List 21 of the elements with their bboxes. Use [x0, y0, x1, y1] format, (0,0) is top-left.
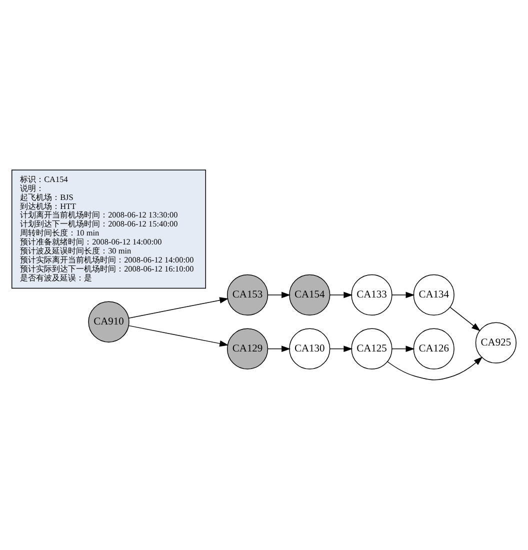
- arrow: [450, 306, 481, 332]
- arrow: [392, 346, 415, 352]
- node-circle: CA130: [289, 328, 330, 370]
- arrow: [128, 297, 229, 318]
- node-circle: CA154: [289, 274, 330, 316]
- arrow: [267, 292, 291, 298]
- node-circle: CA153: [226, 274, 268, 316]
- node-circle: CA125: [351, 328, 392, 370]
- node-circle: CA129: [226, 328, 268, 370]
- node-box: 标识：CA154 说明： 起飞机场：BJS 到达机场：HTT 计划离开当前机场时间：2008-06-12 13:30:00 计划到达下一机场时间：2008-06-12 15:40:00 周转时间长度：10 min 预计准备就绪时间：2008-06-12 14:00:00 预计波及延误时间长度：30 min 预计实际离开当前机场时间：2008-06-12 14:00:00 预计实际到达下一机场时间：2008-06-12 16:10:00 是否有波及延误：是: [11, 170, 206, 289]
- arrow: [330, 292, 353, 298]
- arrow: [387, 356, 483, 380]
- arrow: [330, 346, 353, 352]
- node-circle: CA134: [413, 274, 454, 316]
- node-circle: CA910: [88, 301, 130, 342]
- node-circle: CA126: [413, 328, 454, 370]
- node-circle: CA925: [475, 322, 517, 364]
- arrow: [267, 346, 291, 352]
- arrow: [392, 292, 415, 298]
- node-circle: CA133: [351, 274, 392, 316]
- arrow: [128, 325, 229, 347]
